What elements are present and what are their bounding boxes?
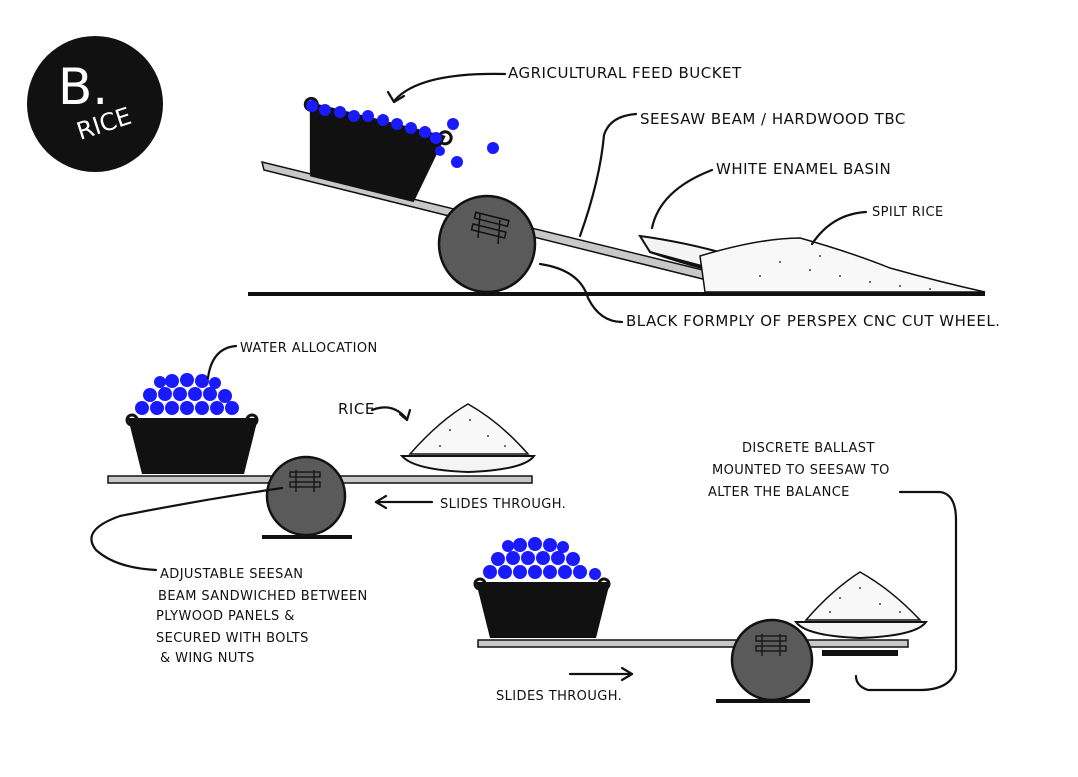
bottom-slide-arrow-head — [620, 666, 634, 682]
leader-wheel — [538, 262, 624, 324]
label-adjustable-line-5: & WING NUTS — [160, 651, 255, 666]
label-adjustable-line-4: SECURED WITH BOLTS — [156, 631, 309, 646]
middle-scene: WATER ALLOCATION RICE SLIDES THROUGH. AD… — [90, 341, 566, 666]
label-adjustable-line-2: BEAM SANDWICHED BETWEEN — [158, 589, 368, 604]
leader-beam — [578, 112, 638, 238]
leader-rice — [370, 406, 408, 420]
top-spilt-rice — [699, 237, 986, 293]
label-adjustable-line-1: ADJUSTABLE SEESAN — [160, 567, 303, 582]
label-rice: RICE — [338, 400, 375, 418]
label-feed-bucket: AGRICULTURAL FEED BUCKET — [508, 64, 742, 82]
bottom-seesaw-beam — [477, 639, 909, 648]
label-spilt-rice: SPILT RICE — [872, 205, 944, 220]
top-wheel-clamp — [470, 211, 510, 245]
leader-adjustable — [90, 486, 284, 572]
bottom-water-balls — [483, 537, 601, 580]
middle-slide-arrow-head — [374, 494, 388, 510]
leader-rice-arrow — [398, 408, 412, 422]
label-middle-slides: SLIDES THROUGH. — [440, 497, 566, 512]
label-ballast-line-1: DISCRETE BALLAST — [742, 441, 875, 456]
middle-water-balls — [135, 373, 239, 415]
bottom-scene: DISCRETE BALLAST MOUNTED TO SEESAW TO AL… — [473, 441, 958, 704]
label-wheel: BLACK FORMPLY OF PERSPEX CNC CUT WHEEL. — [626, 312, 1000, 330]
middle-wheel-clamp — [289, 470, 321, 492]
leader-basin — [650, 168, 714, 230]
badge-circle — [27, 36, 163, 172]
badge-letter: B. — [58, 58, 108, 116]
bottom-ballast — [822, 650, 898, 656]
middle-water-bucket — [125, 413, 259, 474]
label-bottom-slides: SLIDES THROUGH. — [496, 689, 622, 704]
middle-wheel — [265, 455, 347, 537]
label-adjustable-block: ADJUSTABLE SEESAN BEAM SANDWICHED BETWEE… — [156, 567, 368, 666]
label-ballast-block: DISCRETE BALLAST MOUNTED TO SEESAW TO AL… — [708, 441, 890, 500]
top-wheel — [437, 194, 537, 294]
top-water-balls — [306, 100, 499, 168]
label-seesaw-beam: SEESAW BEAM / HARDWOOD TBC — [640, 110, 906, 128]
top-scene: AGRICULTURAL FEED BUCKET SEESAW BEAM / H… — [248, 64, 1000, 330]
bottom-wheel — [730, 618, 814, 702]
label-adjustable-line-3: PLYWOOD PANELS & — [156, 609, 295, 624]
label-ballast-line-3: ALTER THE BALANCE — [708, 485, 850, 500]
bottom-rice-basin — [794, 571, 928, 640]
top-rice-speckle — [759, 255, 931, 290]
leader-water — [206, 344, 238, 380]
leader-bucket — [393, 72, 507, 102]
leader-spilt — [810, 210, 868, 246]
middle-rice-basin — [399, 403, 536, 474]
label-enamel-basin: WHITE ENAMEL BASIN — [716, 160, 891, 178]
rice-badge: B. RICE — [27, 36, 163, 172]
leader-ballast — [854, 490, 958, 692]
bottom-wheel-clamp — [755, 634, 787, 656]
label-ballast-line-2: MOUNTED TO SEESAW TO — [712, 463, 890, 478]
bottom-water-bucket — [473, 577, 611, 638]
label-water-allocation: WATER ALLOCATION — [240, 341, 378, 356]
leader-bucket-arrow — [386, 90, 406, 104]
